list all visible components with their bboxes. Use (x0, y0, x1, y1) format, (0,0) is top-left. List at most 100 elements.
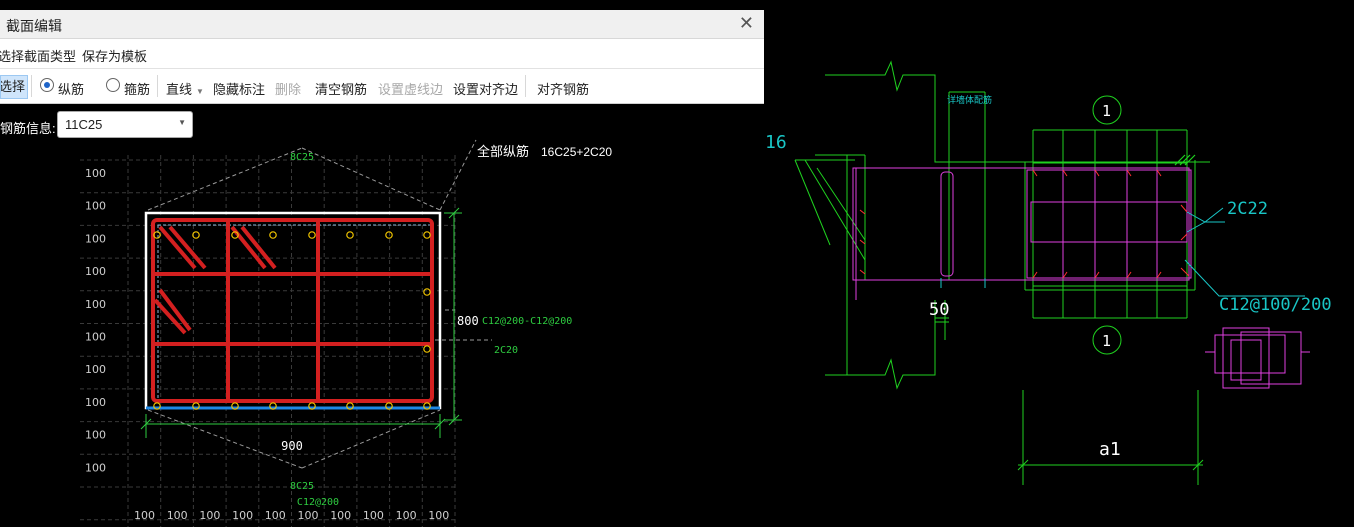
width-dimension[interactable]: 900 (281, 439, 303, 453)
rebar-point[interactable] (231, 231, 239, 239)
cad-hatch (1174, 154, 1196, 166)
grid-left-label: 100 (85, 396, 106, 409)
rebar-info-label: 钢筋信息: (0, 121, 56, 136)
grid-bottom-label: 100 (330, 509, 351, 522)
grid-left-label: 100 (85, 331, 106, 344)
select-tool-button[interactable]: 选择 (0, 75, 28, 99)
cad-stirrup-label[interactable]: C12@100/200 (1219, 295, 1332, 315)
side-stirrup-label[interactable]: C12@200-C12@200 (482, 316, 572, 327)
grid-bottom-label: 100 (199, 509, 220, 522)
rebar-info-select[interactable]: 11C25 ▼ (57, 111, 193, 138)
grid-bottom-label: 100 (428, 509, 449, 522)
menu-save-template[interactable]: 保存为模板 (82, 49, 148, 64)
line-mode-dropdown[interactable]: 直线▼ (166, 82, 204, 97)
outer-stirrup (151, 218, 434, 403)
cad-magenta-rebar (852, 167, 1310, 389)
stirrup-group[interactable] (151, 218, 434, 403)
cad-section-marker-bottom[interactable]: 1 (1102, 332, 1111, 350)
align-rebar-button[interactable]: 对齐钢筋 (537, 82, 590, 97)
toolbar-separator (31, 75, 32, 97)
stirrup-radio[interactable] (106, 78, 120, 92)
grid-bottom-label: 100 (232, 509, 253, 522)
longitudinal-label[interactable]: 纵筋 (58, 82, 85, 97)
grid-left-label: 100 (85, 298, 106, 311)
cad-dim-50[interactable]: 50 (929, 300, 949, 320)
rebar-point[interactable] (423, 402, 431, 410)
guide-lines (147, 139, 492, 469)
stirrup-label[interactable]: C12@200 (297, 497, 339, 508)
cad-small-note[interactable]: 详墙体配筋 (947, 94, 992, 106)
grid-left-label: 100 (85, 232, 106, 245)
rebar-point[interactable] (269, 402, 277, 410)
grid-bottom-label: 100 (396, 509, 417, 522)
stirrup-hook (158, 225, 197, 270)
rebar-point[interactable] (346, 231, 354, 239)
rebar-point[interactable] (269, 231, 277, 239)
cad-model-view[interactable]: 16 1 1 2C22 C12@100/200 50 a1 详墙体配筋 (765, 0, 1354, 527)
rebar-point[interactable] (385, 231, 393, 239)
cad-label-16[interactable]: 16 (765, 132, 787, 153)
rebar-point[interactable] (153, 402, 161, 410)
clear-rebar-button[interactable]: 清空钢筋 (315, 82, 368, 97)
hide-annotation-button[interactable]: 隐藏标注 (213, 82, 266, 97)
grid-left-label: 100 (85, 461, 106, 474)
rebar-point[interactable] (423, 231, 431, 239)
cad-red-marks (859, 169, 1190, 279)
rebar-point[interactable] (308, 402, 316, 410)
rebar-info-value: 11C25 (65, 117, 103, 132)
cad-green-lines (794, 60, 1210, 485)
cad-section-marker-top[interactable]: 1 (1102, 102, 1111, 120)
rebar-point[interactable] (423, 345, 431, 353)
dialog-toolbar: 选择 纵筋 箍筋 直线▼ 隐藏标注 删除 清空钢筋 设置虚线边 设置对齐边 对齐… (0, 69, 764, 104)
rebar-point[interactable] (346, 402, 354, 410)
grid-left-label: 100 (85, 200, 106, 213)
toolbar-separator (525, 75, 526, 97)
stirrup-hook (158, 288, 192, 332)
set-dashed-edge-button[interactable]: 设置虚线边 (378, 82, 444, 97)
longitudinal-radio[interactable] (40, 78, 54, 92)
delete-button[interactable]: 删除 (275, 82, 302, 97)
menu-select-section-type[interactable]: 选择截面类型 (0, 49, 77, 64)
rebar-point[interactable] (153, 231, 161, 239)
cad-label-a1[interactable]: a1 (1099, 439, 1121, 460)
cover-line (157, 224, 433, 401)
close-icon[interactable]: ✕ (738, 13, 754, 33)
grid-left-label: 100 (85, 429, 106, 442)
cad-cyan-leaders (940, 207, 1305, 297)
stirrup-hook (168, 225, 207, 270)
stirrup-hook (240, 225, 277, 270)
top-rebar-label[interactable]: 8C25 (290, 152, 314, 163)
grid-bottom-label: 100 (298, 509, 319, 522)
bottom-rebar-label[interactable]: 8C25 (290, 481, 314, 492)
cad-rebar-2c22[interactable]: 2C22 (1227, 199, 1268, 219)
grid-bottom-label: 100 (167, 509, 188, 522)
rebar-point[interactable] (423, 288, 431, 296)
grid-left-label: 100 (85, 167, 106, 180)
dimension-lines (140, 207, 462, 438)
side-rebar-label[interactable]: 2C20 (494, 345, 518, 356)
rebar-point[interactable] (385, 402, 393, 410)
dialog-menubar: 选择截面类型 保存为模板 (0, 39, 764, 69)
rebar-points[interactable] (153, 231, 431, 410)
chevron-down-icon: ▼ (178, 118, 186, 127)
rebar-point[interactable] (308, 231, 316, 239)
rebar-point[interactable] (192, 231, 200, 239)
stirrup-hook (153, 298, 187, 335)
section-outline[interactable] (144, 211, 442, 410)
height-dimension[interactable]: 800 (457, 314, 479, 328)
grid-left-labels: 100 100 100 100 100 100 100 100 100 100 (85, 167, 106, 474)
total-rebar-value[interactable]: 16C25+2C20 (541, 145, 612, 159)
total-rebar-label: 全部纵筋 (477, 144, 529, 159)
rebar-point[interactable] (231, 402, 239, 410)
dialog-title: 截面编辑 (6, 18, 62, 34)
rebar-point[interactable] (192, 402, 200, 410)
stirrup-label[interactable]: 箍筋 (124, 82, 151, 97)
background-grid (80, 155, 456, 527)
set-align-edge-button[interactable]: 设置对齐边 (453, 82, 519, 97)
grid-left-label: 100 (85, 265, 106, 278)
grid-left-label: 100 (85, 363, 106, 376)
grid-bottom-label: 100 (363, 509, 384, 522)
